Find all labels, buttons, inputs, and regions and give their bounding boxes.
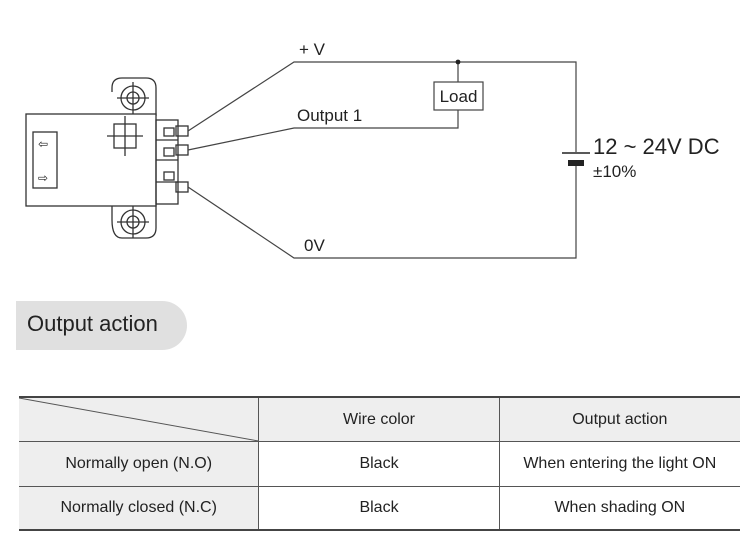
wire-zero-v <box>187 166 577 259</box>
output1-label: Output 1 <box>297 106 362 125</box>
diagonal-divider <box>19 398 259 441</box>
section-title-pill: Output action <box>16 301 187 350</box>
table-row: Normally closed (N.C) Black When shading… <box>19 486 740 531</box>
output-action-cell: When shading ON <box>499 486 740 531</box>
left-arrow-icon: ⇦ <box>38 137 48 151</box>
junction-dot <box>455 59 461 65</box>
table-corner-cell <box>19 396 260 442</box>
circuit-wires <box>187 61 577 259</box>
output-action-table: Wire color Output action Normally open (… <box>19 396 740 531</box>
row-label: Normally open (N.O) <box>19 441 260 487</box>
wire-color-cell: Black <box>258 441 500 487</box>
table-header-row: Wire color Output action <box>19 396 740 442</box>
wire-output1 <box>187 110 459 151</box>
table-row: Normally open (N.O) Black When entering … <box>19 441 740 487</box>
section-title: Output action <box>27 311 158 336</box>
zero-v-label: 0V <box>304 236 325 255</box>
load-box <box>433 81 484 111</box>
right-arrow-icon: ⇨ <box>38 171 48 185</box>
header-wire-color: Wire color <box>258 396 500 442</box>
wiring-diagram: ⇦ ⇨ Load + V Output 1 0V 12 ~ 24V DC ±10… <box>25 40 720 259</box>
header-output-action: Output action <box>499 396 740 442</box>
wire-color-cell: Black <box>258 486 500 531</box>
plus-v-label: + V <box>299 40 326 59</box>
output-action-cell: When entering the light ON <box>499 441 740 487</box>
wire-plus-v <box>187 61 577 152</box>
battery-icon <box>562 152 590 166</box>
row-label: Normally closed (N.C) <box>19 486 260 531</box>
load-label: Load <box>440 87 478 106</box>
photo-sensor <box>25 77 189 239</box>
supply-voltage-label: 12 ~ 24V DC <box>593 134 720 159</box>
supply-tolerance-label: ±10% <box>593 162 636 181</box>
